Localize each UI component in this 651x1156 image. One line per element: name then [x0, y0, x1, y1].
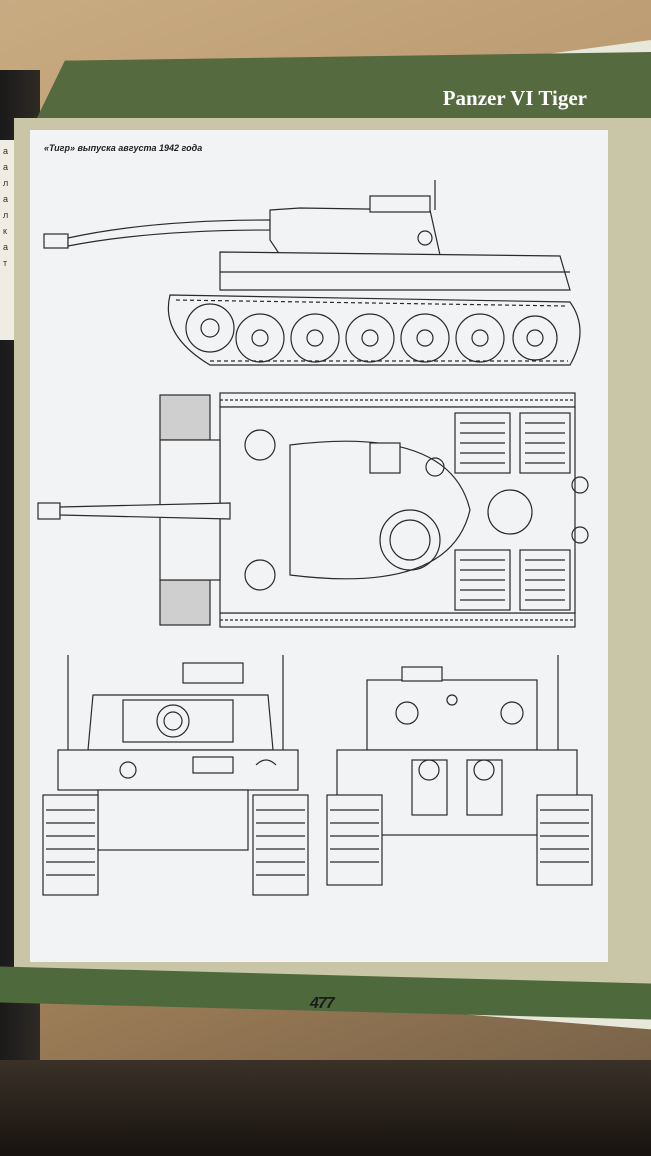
side-view	[43, 180, 581, 366]
page-title: Panzer VI Tiger	[442, 86, 587, 110]
top-view	[37, 392, 589, 628]
left-fragment: а	[3, 162, 9, 172]
left-fragment: к	[3, 226, 7, 236]
left-fragment: а	[3, 242, 9, 252]
header-band	[34, 52, 651, 124]
dark-surface-bottom	[0, 1060, 651, 1156]
front-view	[42, 655, 309, 896]
drawing-caption: «Тигр» выпуска августа 1942 года	[44, 143, 203, 153]
page-number: 477	[310, 995, 335, 1012]
left-fragment: л	[3, 178, 9, 188]
rear-view	[326, 655, 593, 886]
left-fragment: л	[3, 210, 9, 220]
left-page-text-strip: а а л а л к а т	[0, 140, 16, 340]
left-fragment: т	[3, 258, 8, 268]
left-fragment: а	[3, 194, 9, 204]
left-fragment: а	[3, 146, 9, 156]
